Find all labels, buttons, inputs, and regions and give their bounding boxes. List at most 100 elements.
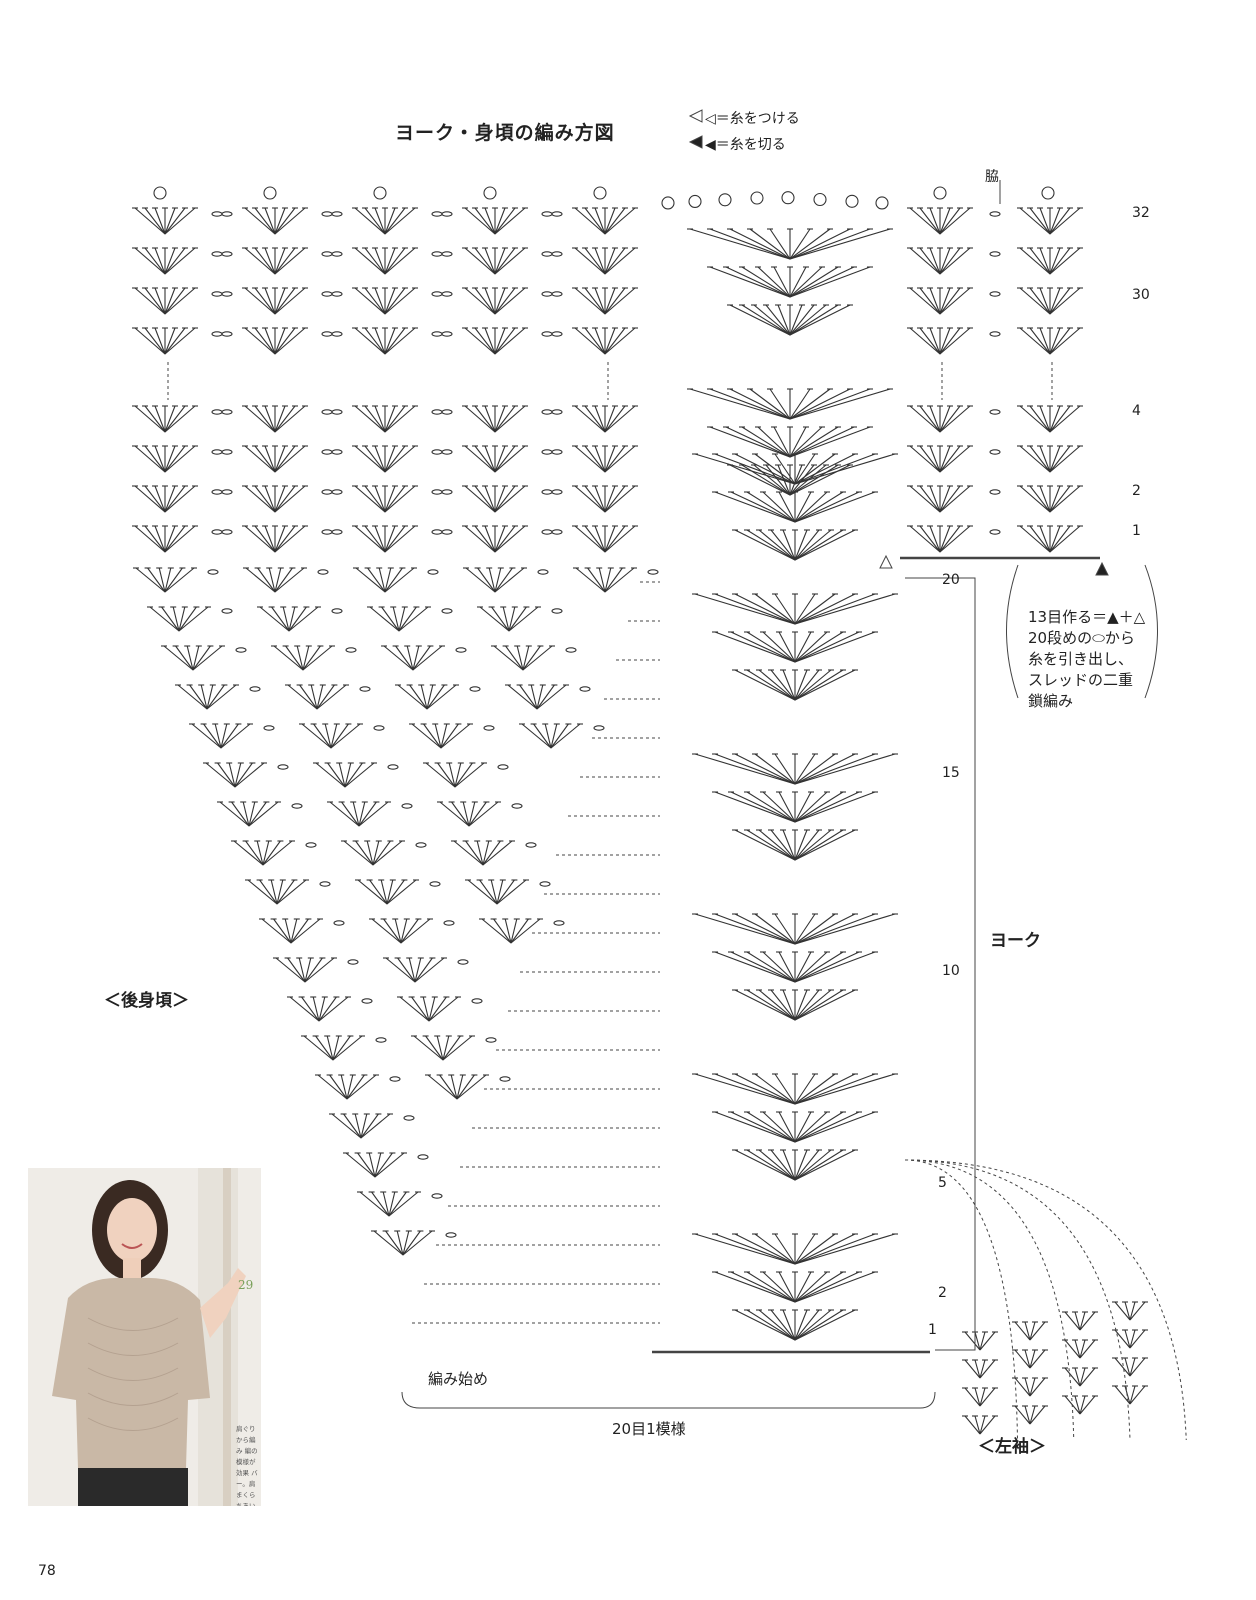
shell-stitch [732,1149,858,1181]
chain-stitch [551,608,563,614]
shell-stitch [367,606,431,632]
shell-stitch [1112,1385,1148,1405]
shell-stitch [1112,1329,1148,1349]
shell-stitch [352,327,418,355]
chain-stitch [989,449,1001,455]
page-number: 78 [38,1563,56,1579]
chain-stitch [331,449,343,455]
chain-stitch [431,251,443,257]
chain-stitch [539,881,551,887]
cut-marker [1095,561,1109,576]
shell-stitch [692,753,898,785]
chain-stitch [537,569,549,575]
picot [875,196,889,210]
shell-stitch [397,996,461,1022]
row-marker-2: 2 [1132,483,1141,499]
chain-stitch [499,1076,511,1082]
yoke-bracket [905,577,976,1351]
shell-stitch [1012,1377,1048,1397]
chain-stitch [211,489,223,495]
shell-stitch [132,525,198,553]
shell-stitch [217,801,281,827]
chain-stitch [211,331,223,337]
shell-stitch [462,287,528,315]
chain-stitch [551,529,563,535]
shell-stitch [692,593,898,625]
shell-stitch [409,723,473,749]
shell-stitch [395,684,459,710]
chain-stitch [235,647,247,653]
chain-stitch [221,449,233,455]
shell-stitch [572,287,638,315]
chain-stitch [249,686,261,692]
chain-stitch [457,959,469,965]
shell-stitch [132,327,198,355]
shell-stitch [245,879,309,905]
shell-stitch [707,426,873,458]
shell-stitch [242,525,308,553]
chain-stitch [319,881,331,887]
shell-stitch [692,453,898,485]
model-illustration [28,1168,261,1506]
chain-stitch [541,489,553,495]
chain-stitch [211,529,223,535]
shell-stitch [1062,1311,1098,1331]
chain-stitch [403,1115,415,1121]
chain-stitch [483,725,495,731]
shell-stitch [1017,207,1083,235]
row-marker-30: 30 [1132,287,1150,303]
shell-stitch [313,762,377,788]
shell-stitch [907,207,973,235]
chain-stitch [471,998,483,1004]
shell-stitch [1017,525,1083,553]
picot [1041,186,1055,200]
chain-stitch [331,409,343,415]
chain-stitch [221,331,233,337]
chain-stitch [331,608,343,614]
chain-stitch [431,409,443,415]
shell-stitch [712,951,878,983]
shell-stitch [463,567,527,593]
row-marker-32: 32 [1132,205,1150,221]
chain-stitch [221,211,233,217]
chain-stitch [541,449,553,455]
chain-stitch [361,998,373,1004]
shell-stitch [203,762,267,788]
shell-stitch [712,631,878,663]
row-marker-1: 1 [1132,523,1141,539]
shell-stitch [315,1074,379,1100]
shell-stitch [462,405,528,433]
note-line: 13目作る＝▲＋△ [1028,608,1146,626]
chain-stitch [551,291,563,297]
shell-stitch [242,327,308,355]
shell-stitch [242,445,308,473]
picot [781,191,795,205]
chain-stitch [441,449,453,455]
shell-stitch [257,606,321,632]
chain-stitch [441,608,453,614]
yoke-row-marker-15: 15 [942,765,960,781]
yoke-row-marker-5: 5 [938,1175,947,1191]
page-title: ヨーク・身頃の編み方図 [395,122,615,144]
chain-stitch [541,251,553,257]
chain-stitch [441,529,453,535]
chain-stitch [331,211,343,217]
chain-stitch [211,251,223,257]
shell-stitch [907,247,973,275]
chain-stitch [331,489,343,495]
shell-stitch [907,287,973,315]
chain-stitch [321,291,333,297]
sleeve-row-arc [904,1159,1075,1441]
attach-legend-icon [688,109,703,123]
picot [813,192,827,207]
shell-stitch [1017,485,1083,513]
shell-stitch [687,228,893,260]
chain-stitch [321,489,333,495]
chain-stitch [541,409,553,415]
shell-stitch [132,405,198,433]
sleeve-row-arc [904,1159,1018,1441]
shell-stitch [411,1035,475,1061]
chain-stitch [305,842,317,848]
shell-stitch [1012,1321,1048,1341]
chain-stitch [541,529,553,535]
